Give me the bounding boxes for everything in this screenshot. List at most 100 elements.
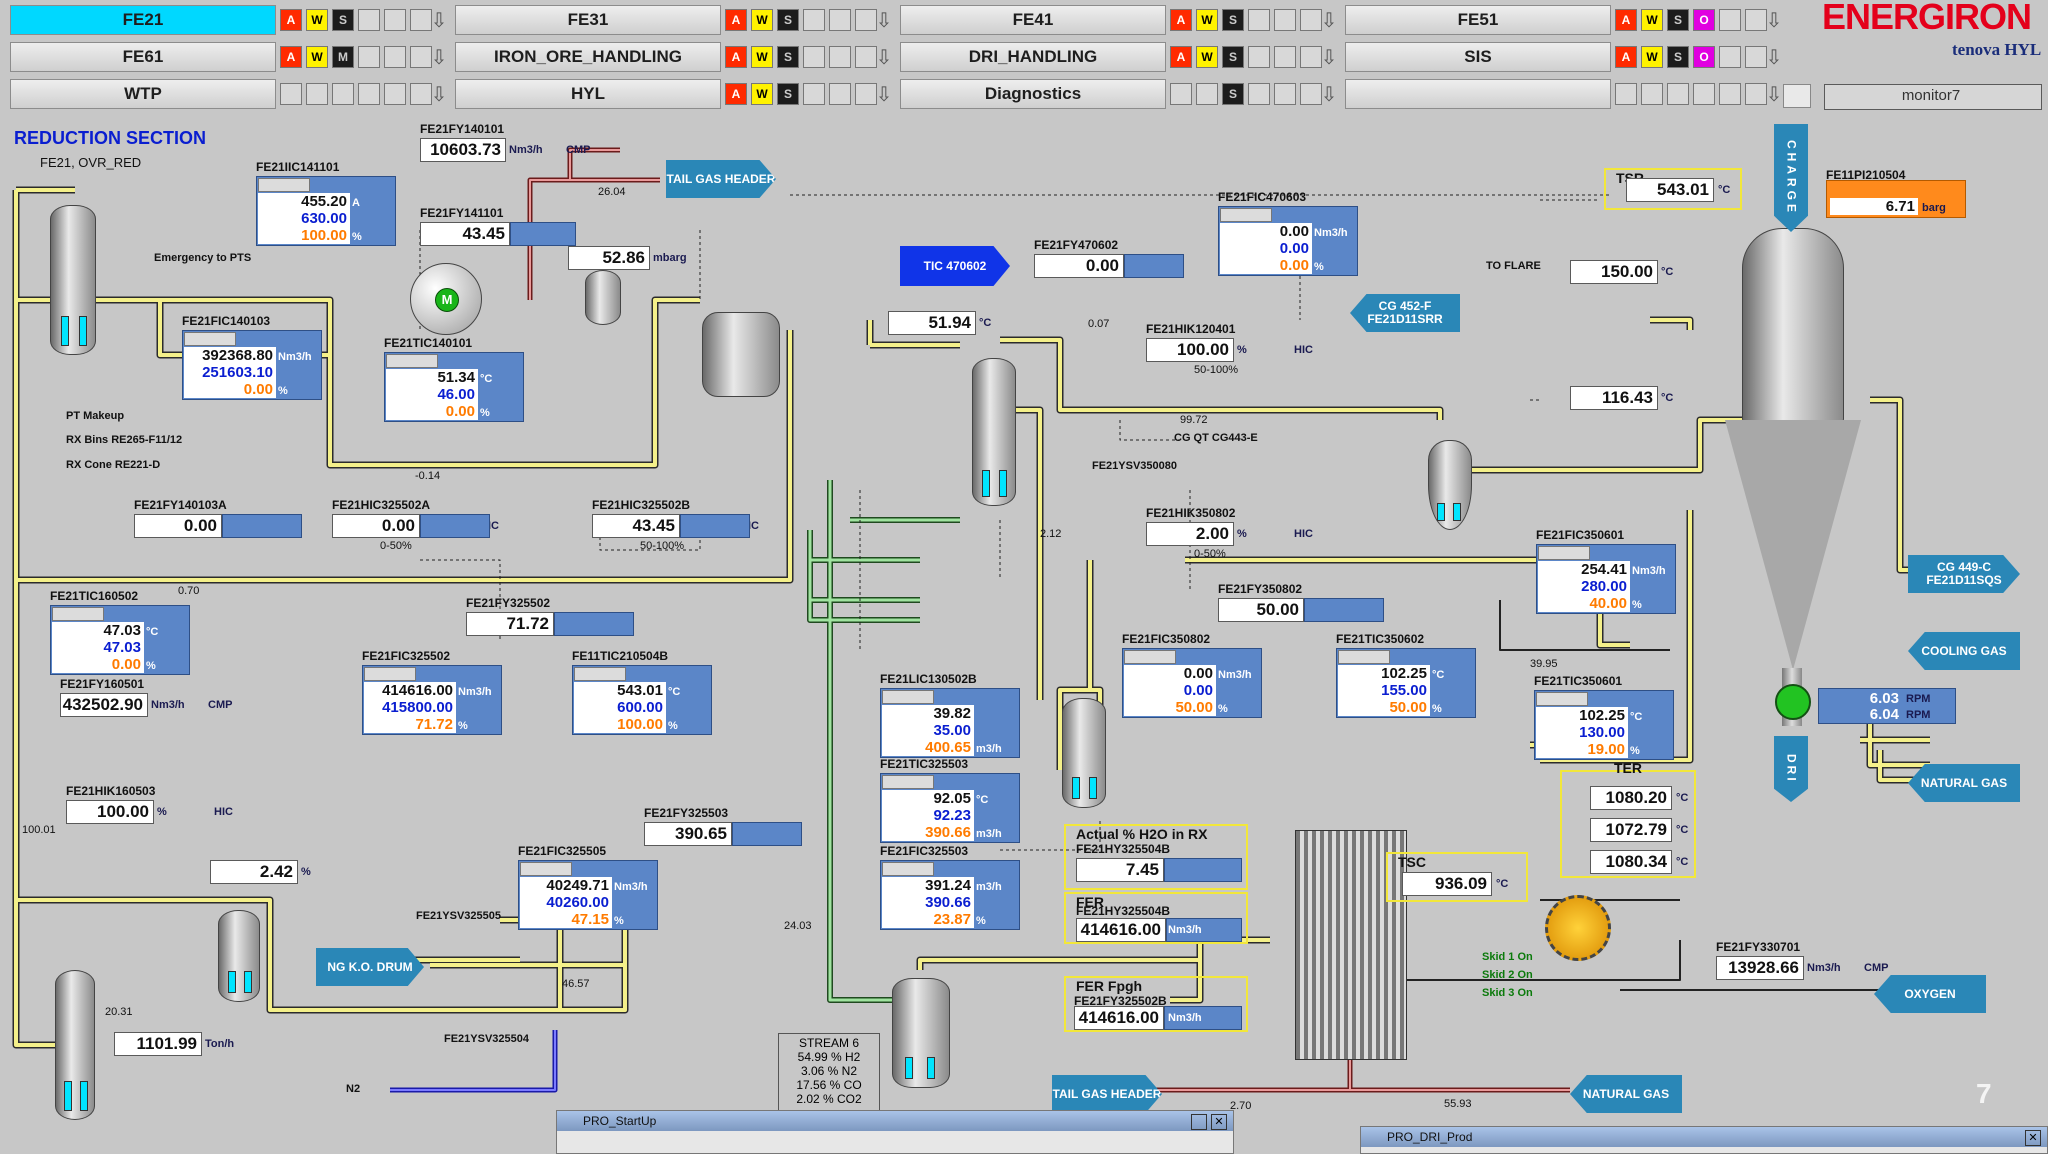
nav-down-arrow-icon[interactable]: ⇩ <box>1765 46 1783 69</box>
alarm-indicator[interactable]: A <box>280 9 302 31</box>
tic470602-flag[interactable]: TIC 470602 <box>900 246 1010 286</box>
alarm-indicator[interactable] <box>384 9 406 31</box>
alarm-indicator[interactable] <box>306 83 328 105</box>
alarm-indicator[interactable] <box>358 83 380 105</box>
alarm-indicator[interactable]: W <box>1641 9 1663 31</box>
charge-flag[interactable]: CHARGE <box>1774 124 1808 232</box>
ter-value-3[interactable]: 1080.34 <box>1590 850 1672 874</box>
nav-button[interactable]: FE61 <box>10 42 276 72</box>
alarm-indicator[interactable] <box>280 83 302 105</box>
fy350802-value[interactable]: 50.00 <box>1218 598 1304 622</box>
alarm-indicator[interactable] <box>803 9 825 31</box>
alarm-indicator[interactable] <box>384 83 406 105</box>
fic325505-pv[interactable]: 40249.71 <box>520 877 612 894</box>
alarm-indicator[interactable]: W <box>1196 46 1218 68</box>
alarm-indicator[interactable] <box>803 46 825 68</box>
alarm-indicator[interactable] <box>1745 83 1767 105</box>
nav-down-arrow-icon[interactable]: ⇩ <box>1320 46 1338 69</box>
fic325502-pv[interactable]: 414616.00 <box>364 682 456 699</box>
fy325502-value[interactable]: 71.72 <box>466 612 554 636</box>
fic140103-pv[interactable]: 392368.80 <box>184 347 276 364</box>
alarm-indicator[interactable]: A <box>1615 46 1637 68</box>
alarm-indicator[interactable]: S <box>777 83 799 105</box>
tsr-value[interactable]: 543.01 <box>1626 178 1714 202</box>
alarm-indicator[interactable] <box>1745 46 1767 68</box>
alarm-indicator[interactable]: O <box>1693 9 1715 31</box>
reactor-fan-icon[interactable] <box>1775 684 1811 720</box>
alarm-indicator[interactable]: A <box>1170 46 1192 68</box>
alarm-indicator[interactable] <box>1615 83 1637 105</box>
fic470603-out[interactable]: 0.00 <box>1220 257 1312 274</box>
fy470602-value[interactable]: 0.00 <box>1034 254 1124 278</box>
alarm-indicator[interactable] <box>384 46 406 68</box>
alarm-indicator[interactable]: W <box>1641 46 1663 68</box>
alarm-indicator[interactable] <box>1641 83 1663 105</box>
alarm-indicator[interactable]: W <box>751 83 773 105</box>
fic325505-sp[interactable]: 40260.00 <box>520 894 612 911</box>
alarm-indicator[interactable] <box>1719 83 1741 105</box>
alarm-indicator[interactable]: S <box>777 46 799 68</box>
alarm-indicator[interactable] <box>1719 46 1741 68</box>
hik120401-value[interactable]: 100.00 <box>1146 338 1234 362</box>
alarm-indicator[interactable]: W <box>1196 9 1218 31</box>
nav-down-arrow-icon[interactable]: ⇩ <box>875 46 893 69</box>
fy140101-value[interactable]: 10603.73 <box>420 138 506 162</box>
ter-value-2[interactable]: 1072.79 <box>1590 818 1672 842</box>
alarm-indicator[interactable] <box>410 9 432 31</box>
fic325502-sp[interactable]: 415800.00 <box>364 699 456 716</box>
fic325503-sp[interactable]: 390.66 <box>882 894 974 911</box>
nav-button[interactable] <box>1345 79 1611 109</box>
fer-value[interactable]: 414616.00 <box>1076 918 1166 942</box>
fy140103a-value[interactable]: 0.00 <box>134 514 222 538</box>
hic325502b-value[interactable]: 43.45 <box>592 514 680 538</box>
alarm-indicator[interactable]: W <box>751 9 773 31</box>
v15000-value[interactable]: 150.00 <box>1570 260 1658 284</box>
lic130502b-out[interactable]: 400.65 <box>882 739 974 756</box>
alarm-indicator[interactable] <box>829 83 851 105</box>
alarm-indicator[interactable] <box>410 83 432 105</box>
oxygen-flag[interactable]: OXYGEN <box>1874 975 1986 1013</box>
tail-gas-header-flag-bottom[interactable]: TAIL GAS HEADER <box>1052 1075 1162 1113</box>
fic325503-pv[interactable]: 391.24 <box>882 877 974 894</box>
v11643-value[interactable]: 116.43 <box>1570 386 1658 410</box>
w5194-value[interactable]: 51.94 <box>888 311 976 335</box>
v242-value[interactable]: 2.42 <box>210 860 298 884</box>
tsc-value[interactable]: 936.09 <box>1402 872 1492 896</box>
dri-flag[interactable]: DRI <box>1774 736 1808 802</box>
tail-gas-header-flag-top[interactable]: TAIL GAS HEADER <box>666 160 776 198</box>
alarm-indicator[interactable]: O <box>1693 46 1715 68</box>
tic350601-out[interactable]: 19.00 <box>1536 741 1628 758</box>
nav-down-arrow-icon[interactable]: ⇩ <box>430 46 448 69</box>
alarm-indicator[interactable]: S <box>332 9 354 31</box>
iic141101-sp[interactable]: 630.00 <box>258 210 350 227</box>
alarm-indicator[interactable] <box>829 9 851 31</box>
fic325505-out[interactable]: 47.15 <box>520 911 612 928</box>
alarm-indicator[interactable]: A <box>725 83 747 105</box>
tic350602-out[interactable]: 50.00 <box>1338 699 1430 716</box>
nav-button[interactable]: Diagnostics <box>900 79 1166 109</box>
hik160503-value[interactable]: 100.00 <box>66 800 154 824</box>
alarm-indicator[interactable]: W <box>751 46 773 68</box>
alarm-indicator[interactable]: A <box>1170 9 1192 31</box>
ter-value-1[interactable]: 1080.20 <box>1590 786 1672 810</box>
nav-down-arrow-icon[interactable]: ⇩ <box>430 83 448 106</box>
tic325503-sp[interactable]: 92.23 <box>882 807 974 824</box>
h2o-value[interactable]: 7.45 <box>1076 858 1164 882</box>
rpm-value-1[interactable]: 6.03 <box>1869 690 1899 707</box>
alarm-indicator[interactable] <box>1248 9 1270 31</box>
fic325502-out[interactable]: 71.72 <box>364 716 456 733</box>
tonh-value[interactable]: 1101.99 <box>114 1032 202 1056</box>
nav-button[interactable]: FE21 <box>10 5 276 35</box>
iic141101-pv[interactable]: 455.20 <box>258 193 350 210</box>
fic140103-out[interactable]: 0.00 <box>184 381 276 398</box>
alarm-indicator[interactable] <box>1300 9 1322 31</box>
alarm-indicator[interactable] <box>1300 83 1322 105</box>
tic210504b-sp[interactable]: 600.00 <box>574 699 666 716</box>
window-close-icon[interactable]: ✕ <box>2025 1130 2041 1146</box>
alarm-indicator[interactable]: S <box>1667 46 1689 68</box>
tic210504b-out[interactable]: 100.00 <box>574 716 666 733</box>
alarm-indicator[interactable] <box>1274 83 1296 105</box>
window-close-icon[interactable]: ✕ <box>1211 1114 1227 1130</box>
alarm-indicator[interactable] <box>1274 46 1296 68</box>
rpm-value-2[interactable]: 6.04 <box>1869 706 1899 723</box>
